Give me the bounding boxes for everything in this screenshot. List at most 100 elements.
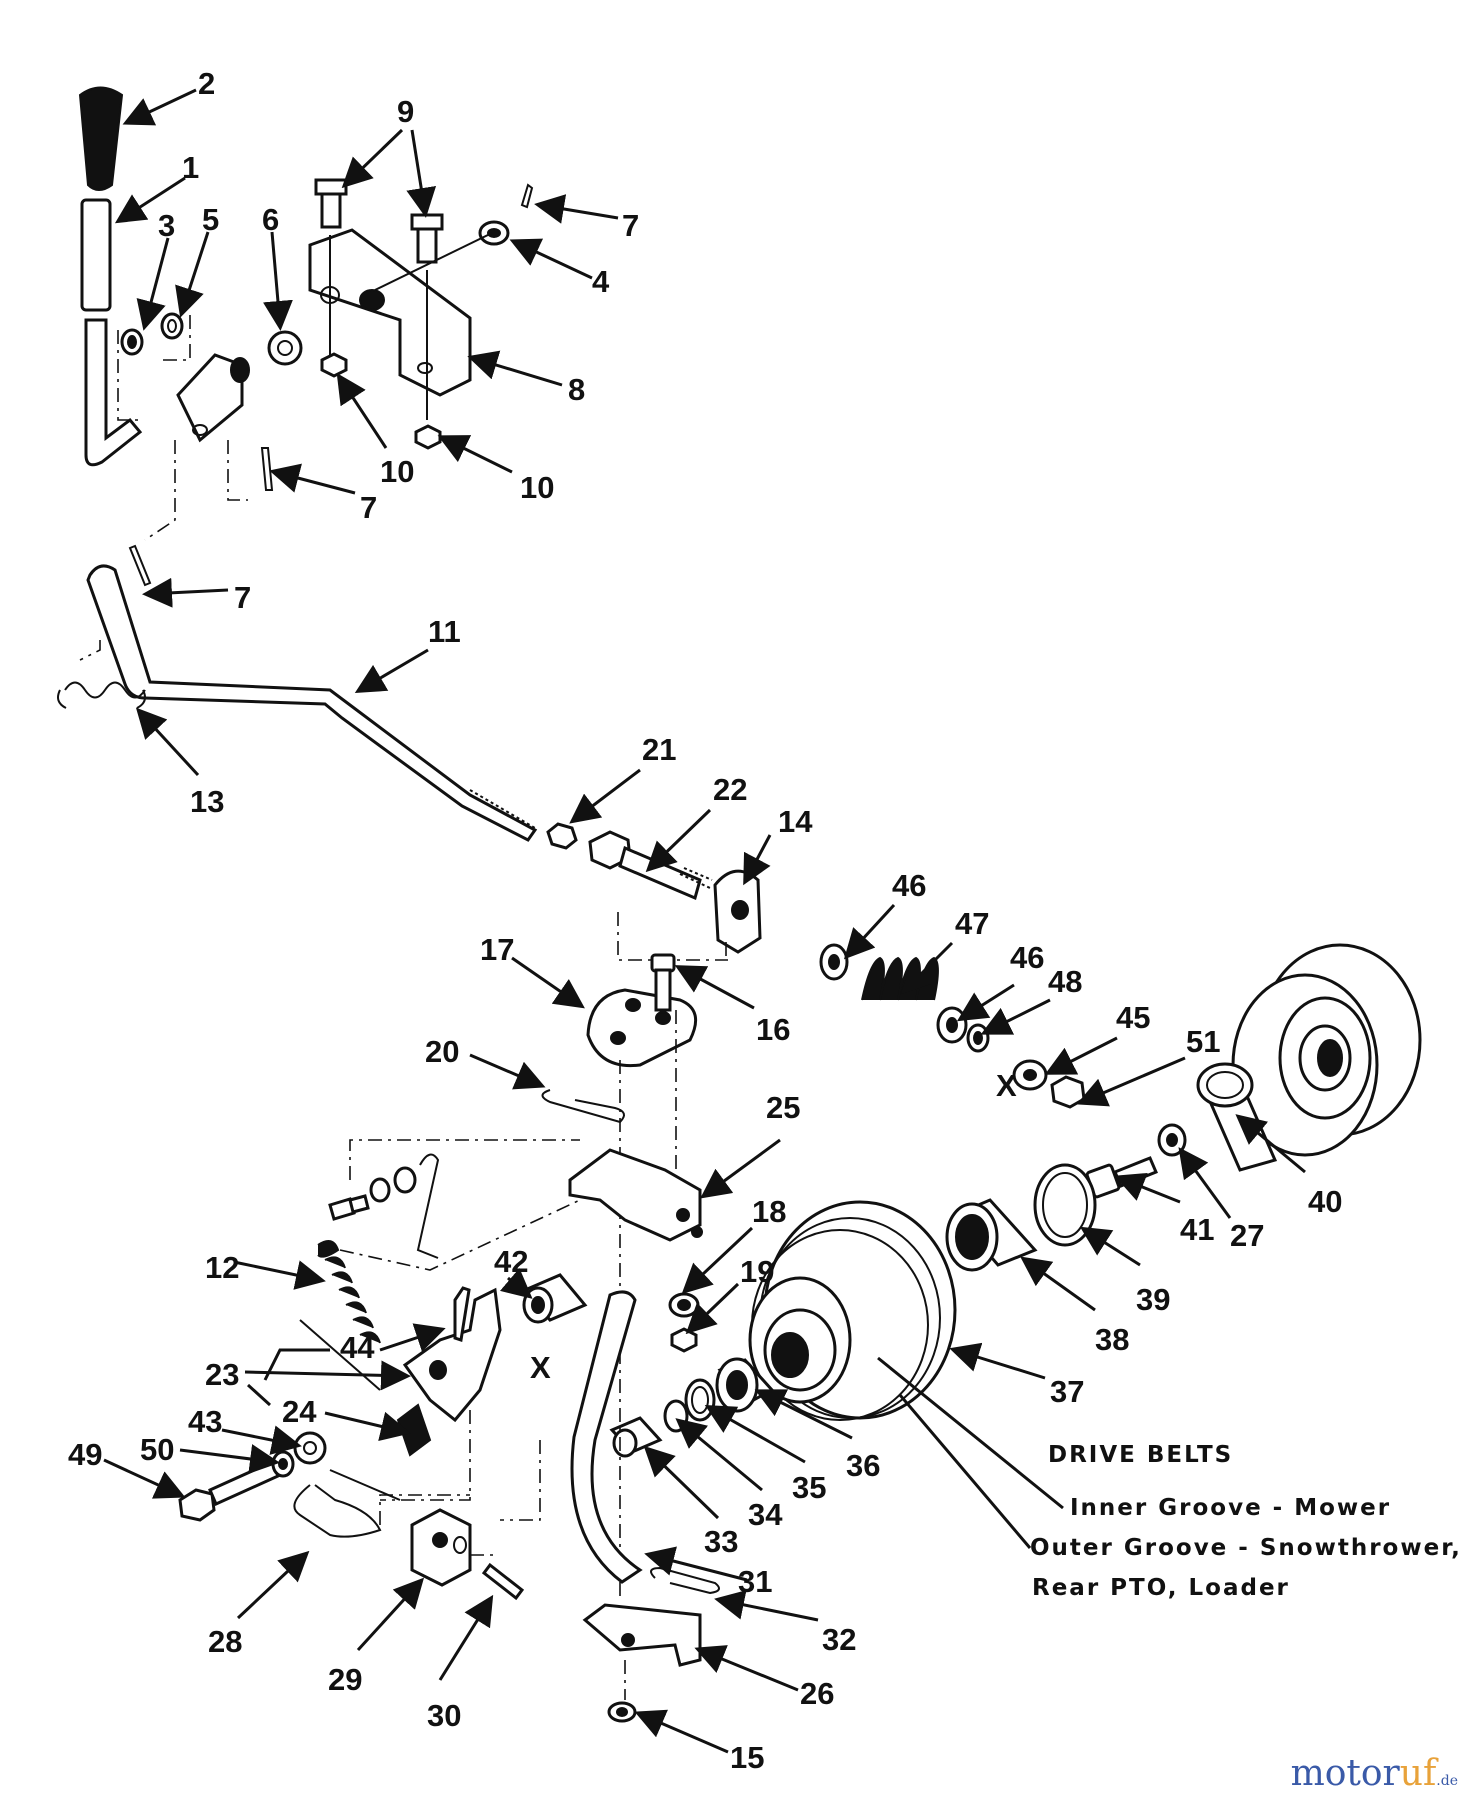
callout-12: 12: [205, 1250, 239, 1285]
callout-46b: 46: [1010, 940, 1044, 975]
callout-8: 8: [568, 372, 585, 407]
callout-23: 23: [205, 1357, 239, 1392]
callout-44: 44: [340, 1330, 375, 1365]
callout-24: 24: [282, 1394, 317, 1429]
callout-25: 25: [766, 1090, 800, 1125]
callout-18: 18: [752, 1194, 786, 1229]
x-mark-2: X: [530, 1350, 551, 1385]
bracket-25: [568, 1148, 703, 1242]
callout-33: 33: [704, 1524, 738, 1559]
callout-51: 51: [1186, 1024, 1220, 1059]
plate-17: [586, 988, 698, 1068]
spring-28: [293, 1469, 401, 1538]
belt-note-title: DRIVE BELTS: [1048, 1442, 1233, 1468]
callout-16: 16: [756, 1012, 790, 1047]
callout-47: 47: [955, 906, 989, 941]
callout-29: 29: [328, 1662, 362, 1697]
callout-27: 27: [1230, 1218, 1264, 1253]
callout-13: 13: [190, 784, 224, 819]
callout-10b: 10: [520, 470, 554, 505]
callout-6: 6: [262, 202, 279, 237]
callout-31: 31: [738, 1564, 772, 1599]
callout-39: 39: [1136, 1282, 1170, 1317]
callout-2: 2: [198, 66, 215, 101]
seal-39: [1033, 1163, 1097, 1247]
nut-19: [670, 1327, 698, 1353]
callout-46a: 46: [892, 868, 926, 903]
screw-44: [453, 1286, 471, 1342]
callout-43: 43: [188, 1404, 222, 1439]
bushing-43: [293, 1431, 327, 1465]
yoke-14: [713, 869, 762, 954]
belt-note-inner: Inner Groove - Mower: [1070, 1495, 1391, 1521]
drive-belts-note: DRIVE BELTS Inner Groove - Mower Outer G…: [1030, 1442, 1462, 1601]
belt-note-outer-1: Outer Groove - Snowthrower,: [1030, 1535, 1462, 1561]
callout-4: 4: [592, 264, 610, 299]
watermark-part1: motor: [1290, 1753, 1400, 1794]
bracket-23: [402, 1287, 502, 1423]
washers-3-5: [120, 312, 184, 356]
lever-tube-part: [80, 198, 112, 312]
callout-17: 17: [480, 932, 514, 967]
callout-7c: 7: [234, 580, 251, 615]
callout-45: 45: [1116, 1000, 1150, 1035]
callout-11: 11: [428, 614, 461, 649]
main-bracket-8: [308, 228, 472, 397]
leader-lines: [103, 88, 1306, 1754]
callout-3: 3: [158, 208, 175, 243]
callout-14: 14: [778, 804, 813, 839]
callout-21: 21: [642, 732, 676, 767]
pivot-bracket-part: [176, 353, 250, 443]
control-rod-11: [86, 564, 538, 842]
knob-part: [78, 86, 124, 191]
hairpin-32: [650, 1566, 720, 1595]
callout-22: 22: [713, 772, 747, 807]
nut-51: [1050, 1075, 1086, 1109]
callout-5: 5: [202, 202, 219, 237]
callout-40: 40: [1308, 1184, 1342, 1219]
callout-32: 32: [822, 1622, 856, 1657]
callout-19: 19: [740, 1254, 774, 1289]
callout-50: 50: [140, 1432, 174, 1467]
block-29: [410, 1508, 472, 1587]
callout-34: 34: [748, 1497, 783, 1532]
spring-13: [57, 681, 146, 709]
lever-31: [570, 1290, 643, 1584]
pulley-37: [748, 1200, 957, 1421]
spring-47: [861, 956, 939, 1001]
pulley-40: [1231, 943, 1422, 1157]
watermark-logo: motoruf.de: [1291, 1753, 1458, 1794]
callout-35: 35: [792, 1470, 826, 1505]
callout-49: 49: [68, 1437, 102, 1472]
pin-30: [481, 1562, 525, 1601]
callout-37: 37: [1050, 1374, 1084, 1409]
bolt-screw-set: [328, 1153, 440, 1259]
hairpin-20: [541, 1089, 625, 1124]
callout-42: 42: [494, 1244, 528, 1279]
spacer-42: [522, 1273, 588, 1324]
x-mark-1: X: [996, 1068, 1017, 1103]
callout-38: 38: [1095, 1322, 1129, 1357]
bolt-16: [650, 953, 676, 1012]
callout-7a: 7: [622, 208, 639, 243]
base-26: [582, 1603, 702, 1667]
callout-36: 36: [846, 1448, 880, 1483]
callout-41: 41: [1180, 1212, 1214, 1247]
lever-arm-part: [84, 318, 143, 467]
bearing-38: [945, 1198, 1038, 1272]
callout-28: 28: [208, 1624, 242, 1659]
callout-15: 15: [730, 1740, 764, 1775]
callout-7b: 7: [360, 490, 377, 525]
watermark-suffix: .de: [1436, 1773, 1458, 1789]
callout-48: 48: [1048, 964, 1082, 999]
bolt-49: [178, 1460, 280, 1522]
callout-20: 20: [425, 1034, 459, 1069]
nut-21: [546, 822, 578, 850]
callout-9: 9: [397, 94, 414, 129]
callout-30: 30: [427, 1698, 461, 1733]
bolt-22: [588, 830, 713, 901]
spring-12: [317, 1240, 381, 1344]
callout-numbers: 1 2 3 4 5 6 7 8 9 10 10 7 7 11 13 21 22 …: [68, 66, 1342, 1775]
bushing-6: [267, 330, 303, 366]
